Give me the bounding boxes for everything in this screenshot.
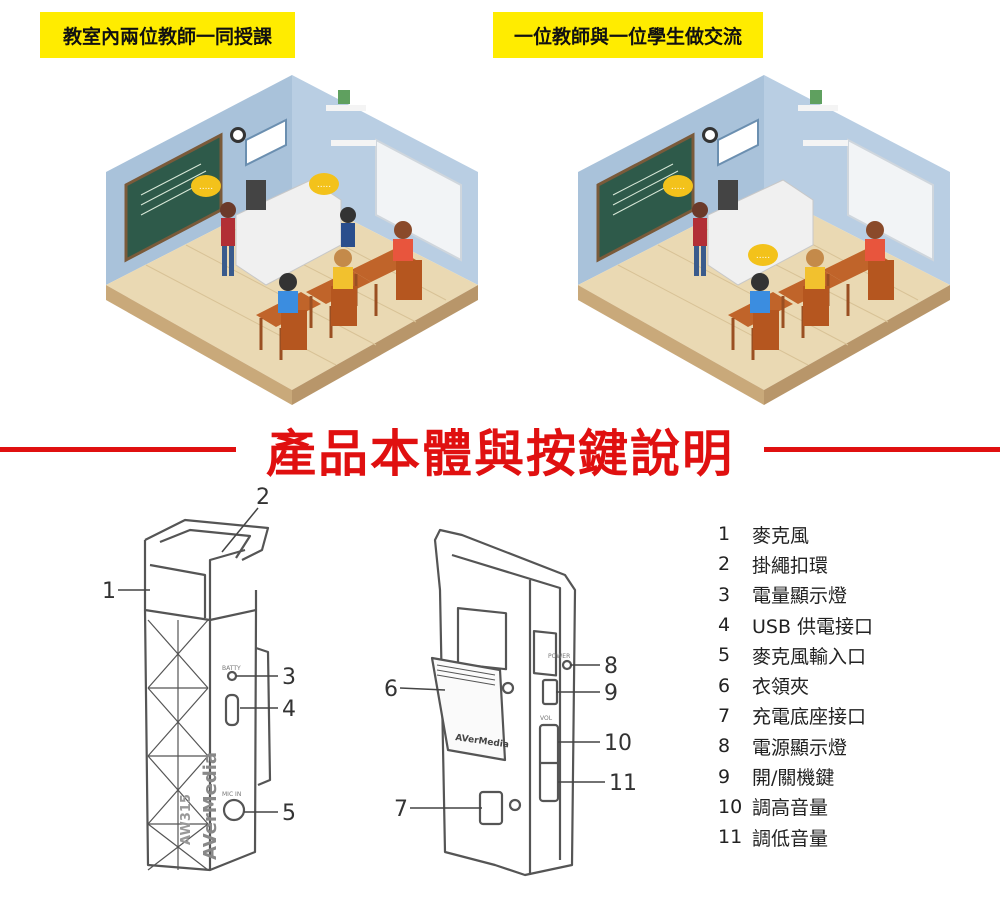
legend-number: 3 xyxy=(718,583,731,606)
speech-bubble-left: ..... xyxy=(199,182,213,192)
mic-in-label: MIC IN xyxy=(222,791,241,798)
device-back-view xyxy=(430,528,577,877)
legend-number: 4 xyxy=(718,614,731,637)
legend-label: 充電底座接口 xyxy=(752,706,867,729)
legend-item: 10 調高音量 xyxy=(718,792,988,822)
legend-item: 9 開/關機鍵 xyxy=(718,761,988,791)
heading-rule-left xyxy=(0,447,236,452)
speech-bubble-teacher: ..... xyxy=(671,182,685,192)
legend-item: 5 麥克風輸入口 xyxy=(718,640,988,670)
legend-item: 4 USB 供電接口 xyxy=(718,610,988,640)
legend-item: 2 掛繩扣環 xyxy=(718,549,988,579)
legend-number: 5 xyxy=(718,644,731,667)
teacher-figure-left xyxy=(220,202,236,276)
legend-label: 調低音量 xyxy=(752,827,829,850)
legend-item: 11 調低音量 xyxy=(718,822,988,852)
legend-number: 6 xyxy=(718,674,731,697)
callout-leaders xyxy=(118,507,605,813)
legend-label: 麥克風 xyxy=(752,524,810,547)
teacher-figure xyxy=(692,202,708,276)
legend-item: 3 電量顯示燈 xyxy=(718,580,988,610)
legend-number: 2 xyxy=(718,553,731,576)
callout-3: 3 xyxy=(282,665,296,690)
legend-number: 11 xyxy=(718,826,743,849)
legend-number: 9 xyxy=(718,765,731,788)
device-front-view xyxy=(143,518,272,872)
legend-label: 衣領夾 xyxy=(752,676,810,699)
legend-number: 10 xyxy=(718,795,743,818)
legend-item: 1 麥克風 xyxy=(718,519,988,549)
callout-6: 6 xyxy=(384,677,398,702)
callout-1: 1 xyxy=(102,579,116,604)
legend-item: 8 電源顯示燈 xyxy=(718,731,988,761)
legend-number: 1 xyxy=(718,523,731,546)
battery-label: BATTY xyxy=(222,665,241,672)
heading-rule-right xyxy=(764,447,1000,452)
classroom-illustration-two-teachers: ..... ..... xyxy=(106,75,478,405)
legend-item: 7 充電底座接口 xyxy=(718,701,988,731)
legend-label: 電源顯示燈 xyxy=(752,736,848,759)
scene-caption-teacher-student: 一位教師與一位學生做交流 xyxy=(493,12,763,58)
legend-label: 掛繩扣環 xyxy=(752,554,829,577)
speech-bubble-right: ..... xyxy=(317,180,331,190)
callout-5: 5 xyxy=(282,801,296,826)
legend-number: 8 xyxy=(718,735,731,758)
brand-logo-front: AVerMedia xyxy=(200,752,221,860)
legend-label: 開/關機鍵 xyxy=(752,767,835,790)
callout-4: 4 xyxy=(282,697,296,722)
section-title: 產品本體與按鍵說明 xyxy=(266,425,734,483)
speech-bubble-student: ..... xyxy=(756,251,770,261)
callout-7: 7 xyxy=(394,797,408,822)
legend-label: 電量顯示燈 xyxy=(752,585,848,608)
legend-label: 調高音量 xyxy=(752,797,829,820)
classroom-illustration-teacher-student: ..... ..... xyxy=(578,75,950,405)
callout-9: 9 xyxy=(604,681,618,706)
teacher-figure-right xyxy=(340,207,356,247)
callout-8: 8 xyxy=(604,654,618,679)
callout-2: 2 xyxy=(256,485,270,510)
power-label: POWER xyxy=(548,653,570,660)
vol-label: VOL xyxy=(540,715,553,722)
callout-11: 11 xyxy=(609,771,637,796)
legend-item: 6 衣領夾 xyxy=(718,670,988,700)
scene-caption-two-teachers: 教室內兩位教師一同授課 xyxy=(40,12,295,58)
legend-number: 7 xyxy=(718,704,731,727)
device-diagram: AVerMedia AW315 BATTY MIC IN POWER VOL A… xyxy=(102,485,637,877)
legend-label: USB 供電接口 xyxy=(752,615,874,638)
callout-10: 10 xyxy=(604,731,632,756)
parts-legend: 1 麥克風 2 掛繩扣環 3 電量顯示燈 4 USB 供電接口 5 麥克風輸入口 6 衣領夾… xyxy=(718,519,988,852)
legend-label: 麥克風輸入口 xyxy=(752,645,867,668)
model-number: AW315 xyxy=(179,794,194,845)
